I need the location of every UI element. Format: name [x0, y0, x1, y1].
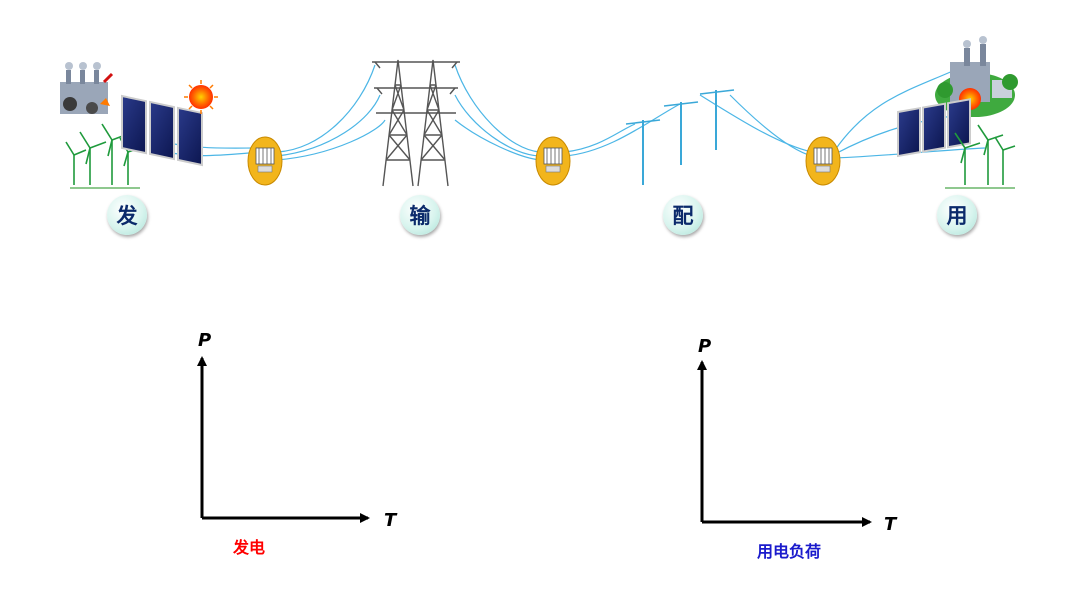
- left-graph-caption: 发电: [233, 538, 266, 557]
- power-plant-icon: [60, 62, 114, 114]
- left-graph-y-label: P: [198, 330, 212, 351]
- right-graph-y-label: P: [698, 336, 712, 357]
- stage-label-generation: 发: [107, 195, 147, 235]
- transmission-tower-icon: [372, 59, 460, 187]
- stage-label-transmission: 输: [400, 195, 440, 235]
- right-graph-caption: 用电负荷: [757, 542, 822, 561]
- stage-label-consumption: 用: [937, 195, 977, 235]
- transformer-icon-2: [535, 136, 571, 186]
- left-graph-x-label: T: [384, 510, 397, 531]
- transformer-icon-3: [805, 136, 841, 186]
- sun-icon: [184, 80, 218, 114]
- wind-turbines-icon-2: [945, 124, 1016, 189]
- solar-panels-icon: [121, 94, 203, 167]
- right-graph-x-label: T: [884, 514, 897, 535]
- solar-panels-icon-2: [897, 98, 971, 158]
- distribution-poles-icon: [625, 89, 735, 185]
- stage-label-distribution: 配: [663, 195, 703, 235]
- transformer-icon-1: [247, 136, 283, 186]
- right-graph-axes: [697, 360, 872, 527]
- left-graph-axes: [197, 356, 370, 523]
